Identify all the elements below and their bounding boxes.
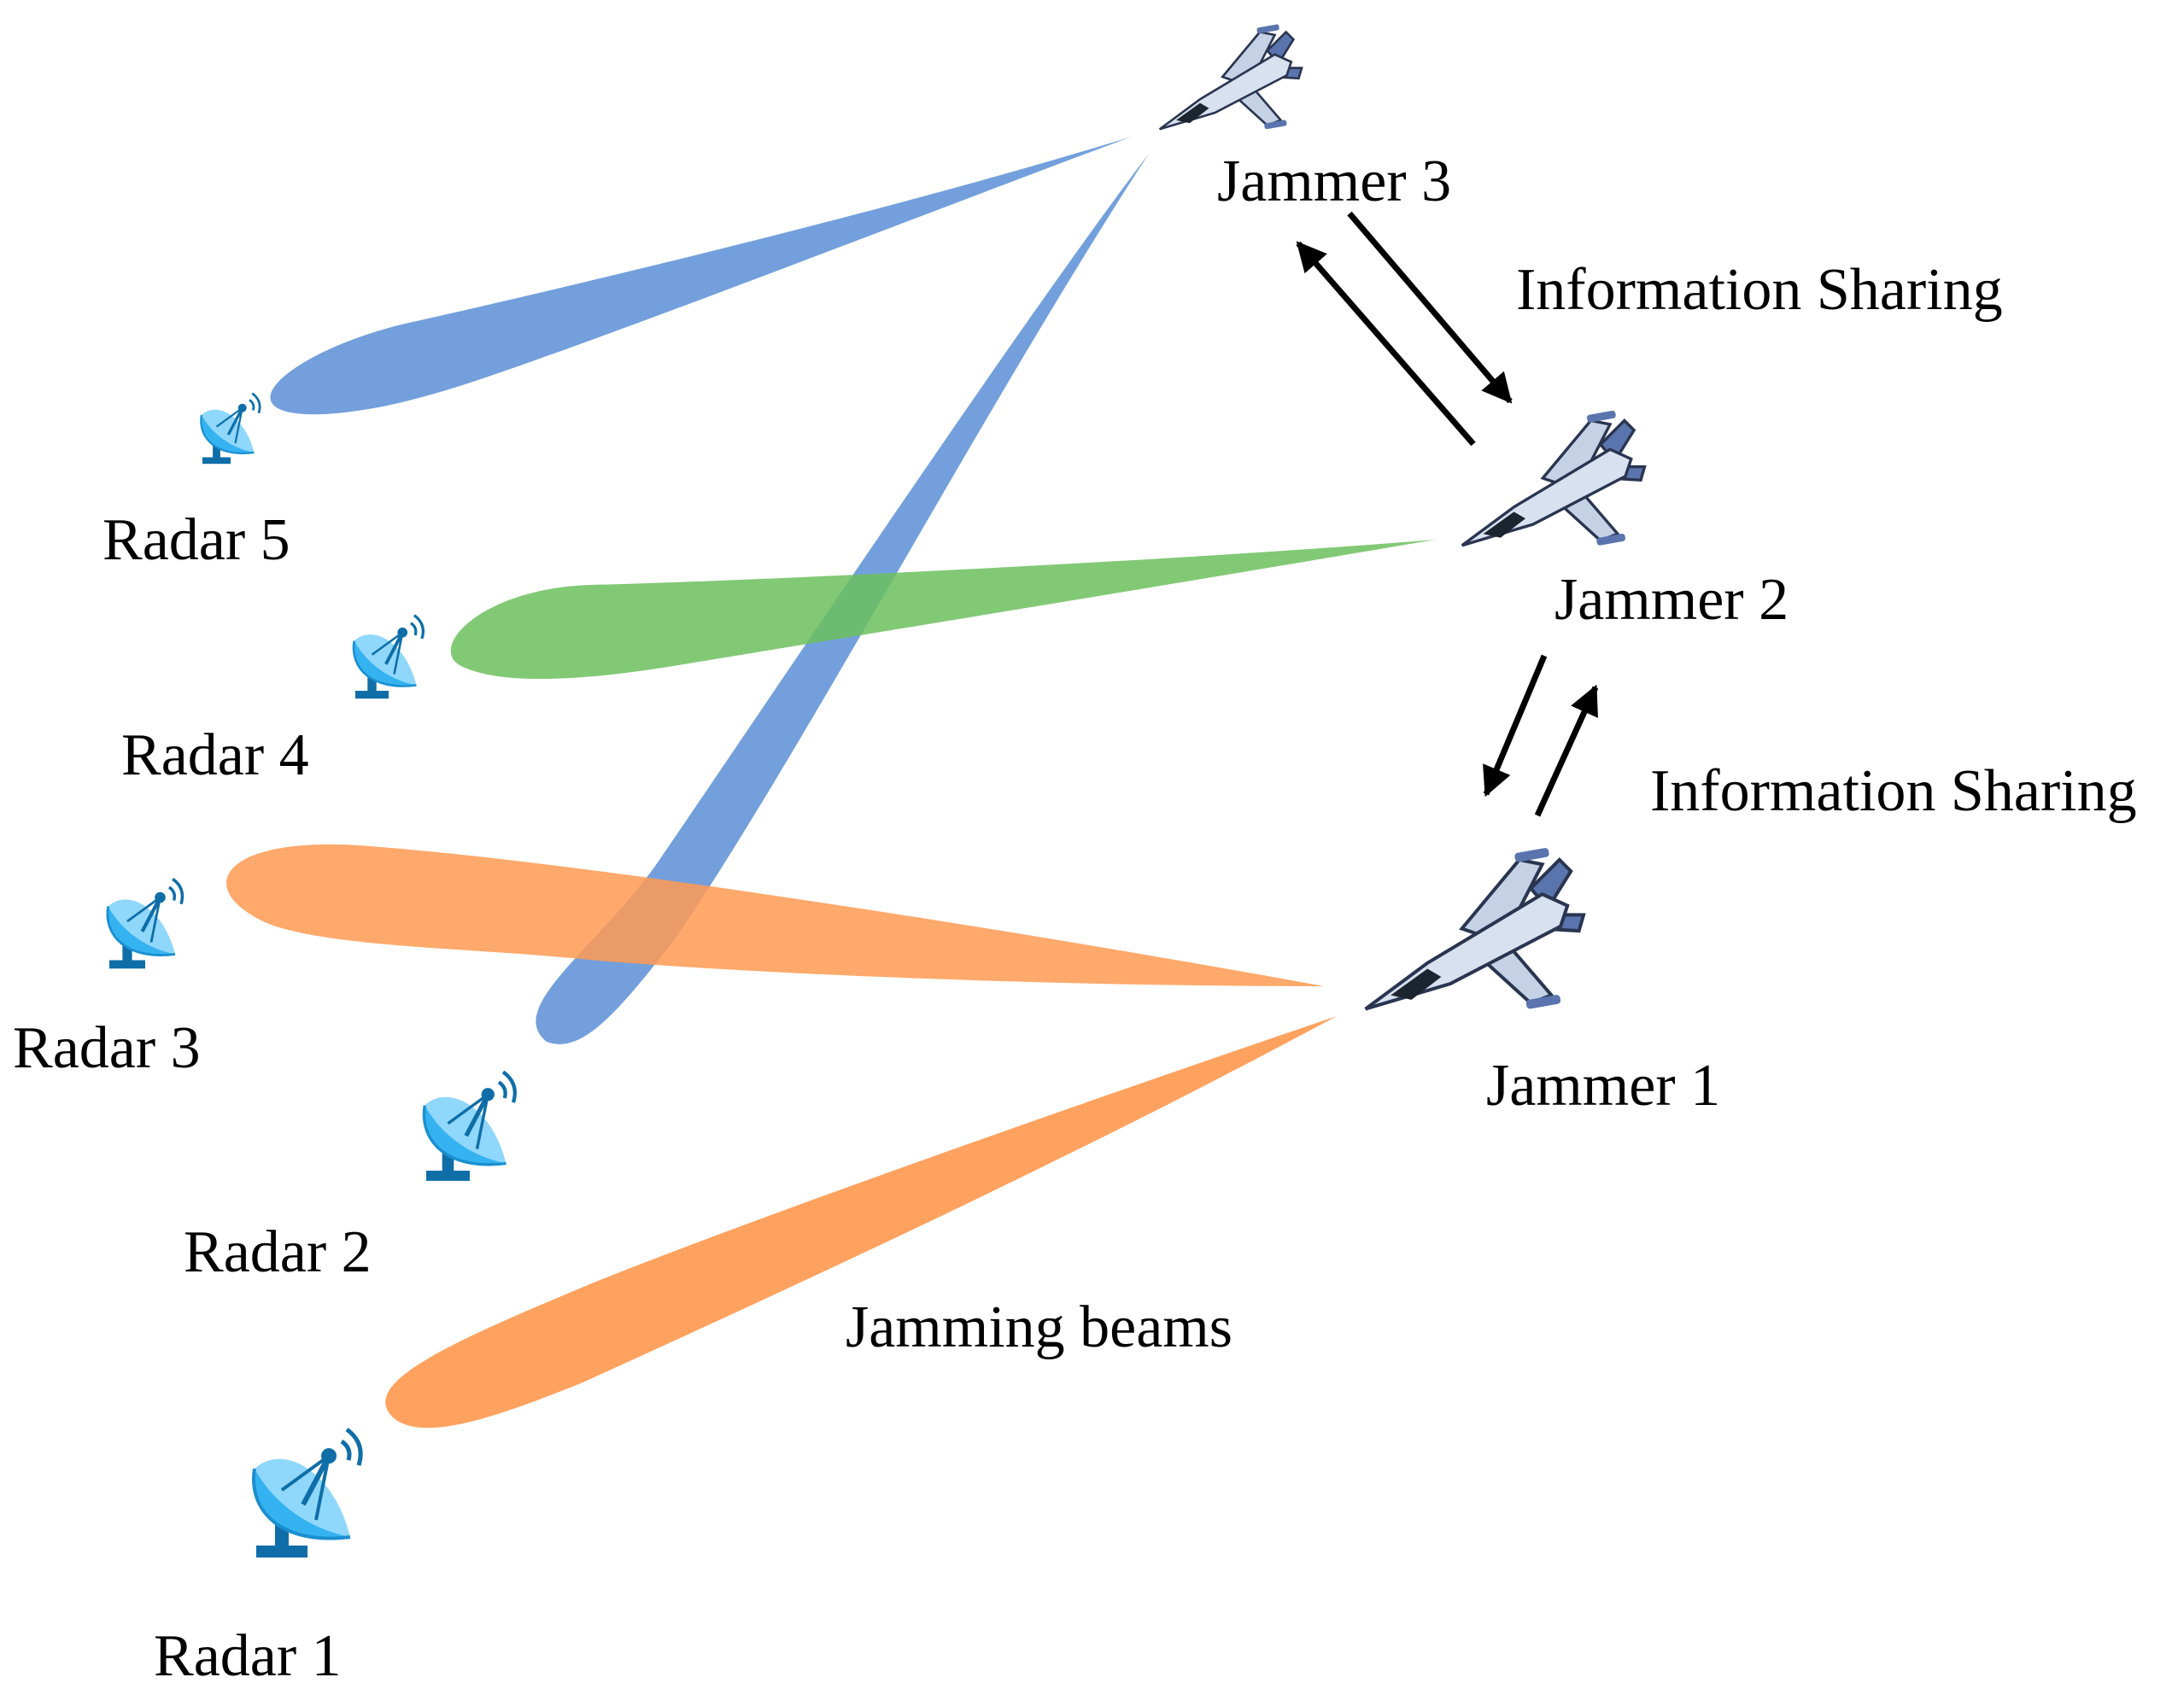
jammer-label: Jammer 1 xyxy=(1486,1053,1721,1119)
radar-dish-icon xyxy=(254,1429,360,1558)
radar-label: Radar 1 xyxy=(154,1623,342,1689)
radar-label: Radar 4 xyxy=(121,722,309,788)
beam-jammer2-radar4 xyxy=(450,540,1435,680)
radar-dish-icon xyxy=(201,394,260,465)
radar-dish-icon xyxy=(424,1072,514,1181)
radar-label: Radar 5 xyxy=(102,507,290,573)
jammer-label: Jammer 2 xyxy=(1555,567,1789,633)
radar-dish-icon xyxy=(108,879,183,968)
beam-jammer1-radar1 xyxy=(385,1016,1337,1429)
information-sharing-arrows xyxy=(1296,211,1599,817)
jamming-beams xyxy=(226,137,1435,1429)
beam-jammer3-radar5 xyxy=(270,137,1132,415)
fighter-jet-icon xyxy=(1461,408,1647,547)
info-sharing-label: Information Sharing xyxy=(1650,758,2137,824)
beam-jammer1-radar3 xyxy=(226,844,1324,986)
arrow-jammer3-to-jammer2 xyxy=(1347,211,1513,404)
arrow-jammer2-to-jammer1 xyxy=(1483,654,1548,798)
radar-dish-icon xyxy=(354,616,423,699)
arrow-jammer1-to-jammer2 xyxy=(1534,684,1599,817)
radar-label: Radar 2 xyxy=(184,1219,372,1285)
fighter-jet-icon xyxy=(1158,22,1303,131)
info-sharing-label: Information Sharing xyxy=(1516,257,2003,323)
radar-label: Radar 3 xyxy=(13,1015,201,1081)
jammer-label: Jammer 3 xyxy=(1217,149,1452,214)
jamming-beams-label: Jamming beams xyxy=(846,1295,1233,1360)
fighter-jet-icon xyxy=(1366,847,1584,1009)
arrow-jammer2-to-jammer3 xyxy=(1296,241,1476,447)
